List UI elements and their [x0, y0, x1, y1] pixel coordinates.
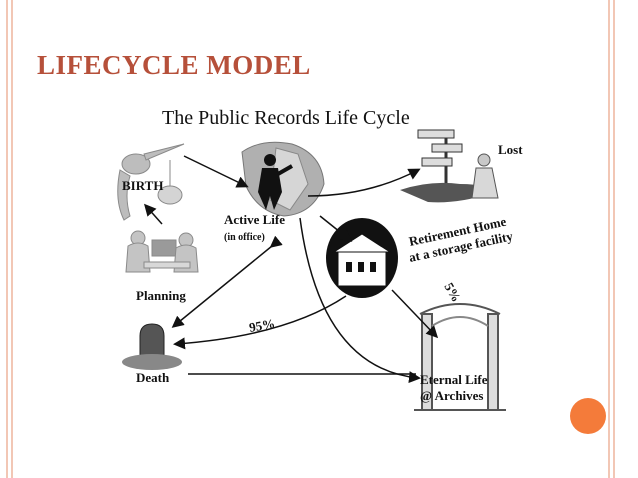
tombstone-icon — [122, 324, 182, 370]
label-5-percent: 5% — [441, 280, 464, 304]
label-eternal-life: Eternal Life — [420, 372, 488, 387]
arrow-planning-to-birth — [146, 206, 162, 224]
label-death: Death — [136, 370, 170, 385]
label-birth: BIRTH — [122, 178, 163, 193]
diagram-title: The Public Records Life Cycle — [162, 107, 410, 129]
label-lost: Lost — [498, 142, 523, 157]
left-border-decoration — [6, 0, 13, 478]
planning-people-icon — [126, 231, 198, 272]
label-95-percent: 95% — [248, 316, 276, 335]
accent-circle — [570, 398, 606, 434]
right-border-decoration — [608, 0, 615, 478]
records-life-cycle-diagram: The Public Records Life Cycle BIRTH Plan… — [100, 100, 540, 420]
lost-signpost-icon — [400, 130, 498, 202]
label-in-office: (in office) — [224, 232, 265, 243]
label-active-life: Active Life — [224, 212, 285, 227]
arrow-birth-to-active — [184, 156, 246, 186]
slide-title: LIFECYCLE MODEL — [37, 50, 311, 81]
arrow-active-to-lost — [308, 170, 418, 196]
label-planning: Planning — [136, 288, 186, 303]
businessman-icon — [242, 142, 324, 216]
label-archives: @ Archives — [420, 388, 484, 403]
